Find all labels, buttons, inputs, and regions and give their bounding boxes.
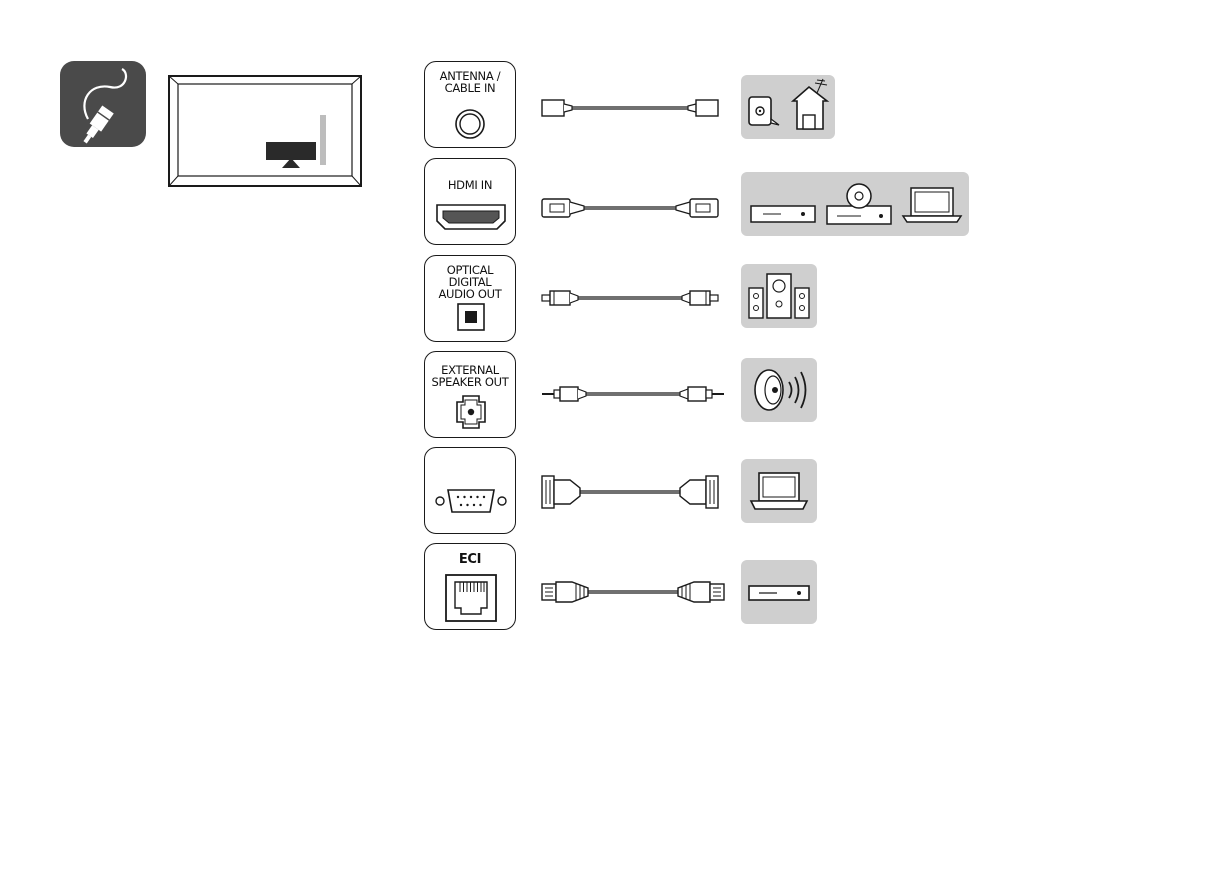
hdmi-cable-icon bbox=[540, 196, 720, 220]
optical-cable-icon bbox=[540, 286, 720, 310]
port-optical-label: OPTICAL DIGITAL AUDIO OUT bbox=[425, 264, 515, 300]
hdmi-port-icon bbox=[435, 203, 507, 231]
port-antenna: ANTENNA / CABLE IN bbox=[424, 61, 516, 148]
antenna-house-icon bbox=[741, 75, 835, 139]
laptop-icon bbox=[741, 459, 817, 523]
port-hdmi: HDMI IN bbox=[424, 158, 516, 245]
rj45-port-icon bbox=[445, 574, 497, 622]
coax-connector-icon bbox=[454, 108, 486, 140]
ethernet-cable-icon bbox=[540, 578, 726, 606]
coax-cable-icon bbox=[540, 96, 720, 120]
port-optical: OPTICAL DIGITAL AUDIO OUT bbox=[424, 255, 516, 342]
speaker-system-icon bbox=[741, 264, 817, 328]
rs232-cable-icon bbox=[540, 474, 720, 510]
port-antenna-label: ANTENNA / CABLE IN bbox=[425, 70, 515, 94]
set-top-box-icon bbox=[741, 560, 817, 624]
rs232-port-icon bbox=[434, 486, 508, 516]
tv-back-panel-icon bbox=[168, 75, 362, 187]
port-eci: ECI bbox=[424, 543, 516, 630]
port-rs232 bbox=[424, 447, 516, 534]
connection-plug-icon bbox=[60, 61, 146, 147]
port-hdmi-label: HDMI IN bbox=[425, 179, 515, 191]
port-eci-label: ECI bbox=[425, 554, 515, 566]
audio-cable-icon bbox=[540, 382, 726, 406]
speaker-sound-icon bbox=[741, 358, 817, 422]
speaker-jack-icon bbox=[453, 394, 489, 430]
optical-port-icon bbox=[457, 303, 485, 331]
port-speaker-out-label: EXTERNAL SPEAKER OUT bbox=[425, 364, 515, 388]
port-speaker-out: EXTERNAL SPEAKER OUT bbox=[424, 351, 516, 438]
av-devices-icon bbox=[741, 172, 969, 236]
